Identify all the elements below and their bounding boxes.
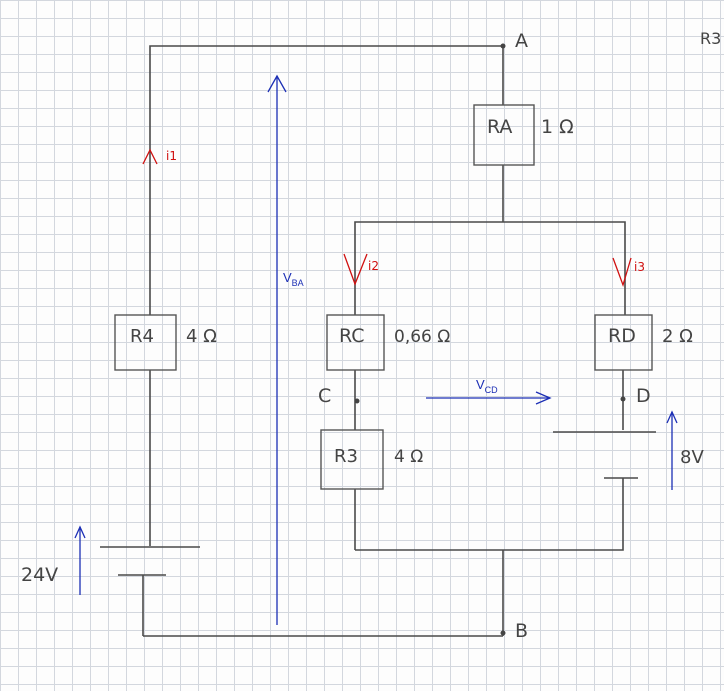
current-i1-arrow bbox=[142, 148, 158, 165]
voltage-vba-sub: BA bbox=[292, 278, 304, 288]
voltage-24v-arrow bbox=[74, 525, 86, 595]
current-i3-arrow bbox=[612, 257, 632, 288]
resistor-r3-value: 4 Ω bbox=[394, 447, 423, 467]
current-i3-label: i3 bbox=[634, 260, 645, 274]
voltage-vcd-sub: CD bbox=[485, 385, 498, 395]
resistor-ra-label: RA bbox=[487, 116, 512, 138]
resistor-r4-box bbox=[114, 314, 177, 371]
resistor-ra-box bbox=[473, 104, 535, 166]
resistor-r3-box bbox=[320, 429, 384, 490]
resistor-r4-label: R4 bbox=[130, 326, 154, 347]
battery-24v bbox=[100, 546, 200, 576]
resistor-rd-value: 2 Ω bbox=[662, 326, 693, 347]
node-a-label: A bbox=[515, 30, 528, 52]
voltage-vba-arrow bbox=[267, 74, 287, 625]
resistor-ra-value: 1 Ω bbox=[541, 116, 574, 138]
resistor-rd-label: RD bbox=[608, 325, 636, 347]
source-8v-label: 8V bbox=[680, 447, 704, 468]
voltage-vba-label: VBA bbox=[283, 270, 304, 288]
resistor-rc-box bbox=[326, 314, 385, 371]
current-i1-label: i1 bbox=[166, 149, 177, 163]
resistor-rd-box bbox=[594, 314, 653, 371]
current-i2-label: i2 bbox=[368, 259, 379, 273]
node-c-dot bbox=[354, 398, 360, 404]
node-d-dot bbox=[620, 396, 626, 402]
resistor-r4-value: 4 Ω bbox=[186, 326, 217, 347]
voltage-vba-main: V bbox=[283, 270, 292, 285]
source-24v-label: 24V bbox=[21, 564, 58, 586]
voltage-vcd-arrow bbox=[426, 391, 552, 405]
wires bbox=[142, 45, 626, 637]
resistor-rc-label: RC bbox=[339, 325, 365, 347]
node-d-label: D bbox=[636, 385, 651, 407]
node-b-label: B bbox=[515, 620, 528, 642]
node-c-label: C bbox=[318, 385, 331, 407]
battery-8v bbox=[553, 431, 656, 479]
current-i2-arrow bbox=[343, 253, 368, 286]
voltage-8v-arrow bbox=[666, 410, 678, 490]
resistor-rc-value: 0,66 Ω bbox=[394, 327, 450, 347]
node-b-dot bbox=[500, 630, 506, 636]
corner-text: R3 bbox=[700, 29, 721, 48]
resistor-r3-label: R3 bbox=[334, 446, 358, 467]
voltage-vcd-main: V bbox=[476, 377, 485, 392]
node-a-dot bbox=[500, 43, 506, 49]
voltage-vcd-label: VCD bbox=[476, 377, 498, 395]
